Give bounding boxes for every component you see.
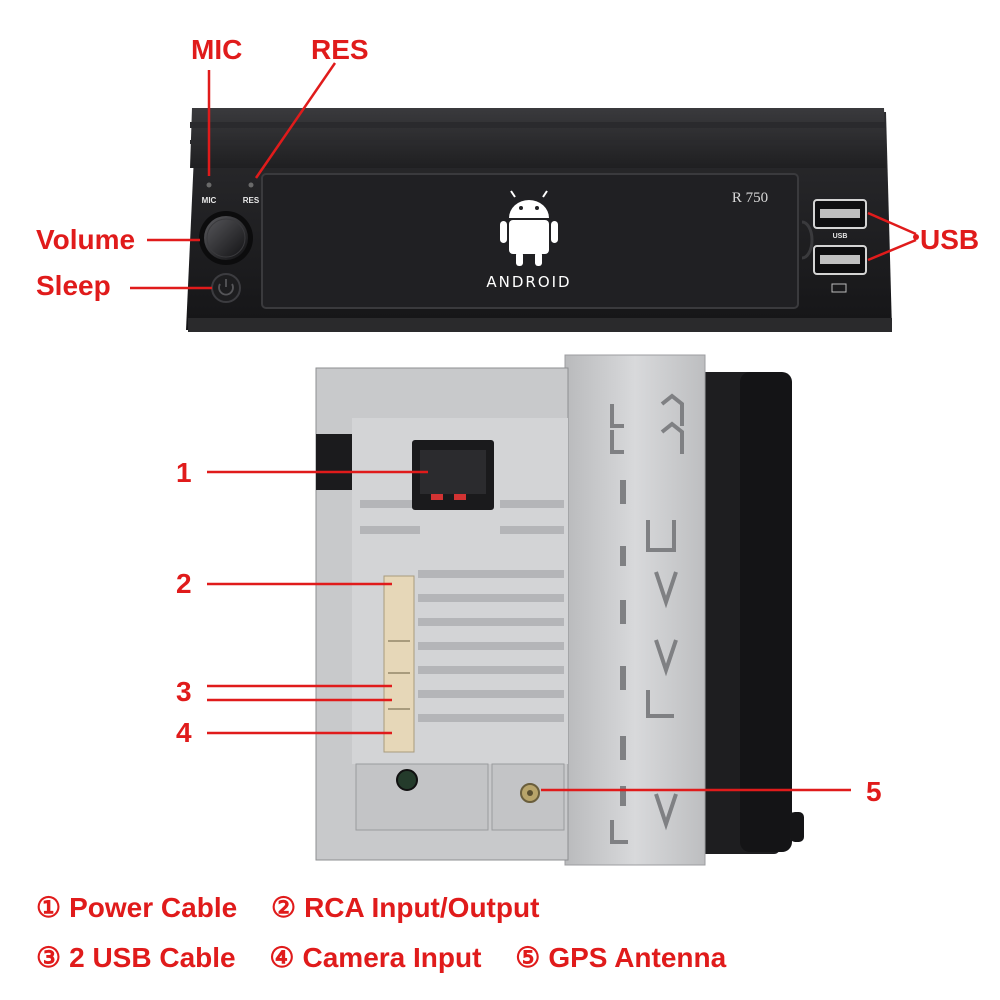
legend-label: GPS Antenna bbox=[548, 942, 727, 973]
res-button bbox=[248, 182, 254, 188]
usb-small-label: USB bbox=[833, 233, 848, 240]
callout-number-5: 5 bbox=[866, 776, 882, 807]
usb-callout: USB bbox=[920, 224, 980, 255]
usb-leader-line-bottom bbox=[867, 238, 917, 262]
gps-antenna-connector bbox=[520, 783, 540, 803]
mic-hole bbox=[206, 182, 212, 188]
mic-callout: MIC bbox=[191, 34, 243, 65]
volume-callout: Volume bbox=[36, 224, 136, 255]
res-leader-line bbox=[254, 62, 337, 179]
power-icon bbox=[211, 273, 241, 303]
callout-leaders bbox=[130, 62, 917, 792]
legend-mark: ② bbox=[270, 892, 297, 923]
legend-label: 2 USB Cable bbox=[69, 942, 236, 973]
rca-usb-camera-connectors bbox=[383, 575, 415, 753]
android-logo bbox=[500, 190, 558, 266]
legend-mark: ④ bbox=[269, 942, 295, 973]
usb-leader-line-top bbox=[867, 211, 917, 236]
legend-label: RCA Input/Output bbox=[304, 892, 540, 923]
callout-number-1: 1 bbox=[176, 457, 192, 488]
android-logo-text: ANDROID bbox=[486, 273, 571, 291]
mic-small-label: MIC bbox=[202, 196, 217, 205]
legend-mark: ① bbox=[36, 892, 62, 923]
sleep-callout: Sleep bbox=[36, 270, 111, 301]
front-panel: ANDROID R 750 MIC RES USB bbox=[186, 108, 892, 332]
res-small-label: RES bbox=[243, 196, 260, 205]
legend-label: Camera Input bbox=[302, 942, 482, 973]
chassis bbox=[315, 354, 804, 866]
camera-socket bbox=[396, 769, 418, 791]
callout-number-3: 3 bbox=[176, 676, 192, 707]
res-callout: RES bbox=[311, 34, 369, 65]
volume-knob bbox=[199, 211, 253, 265]
legend-mark: ③ bbox=[36, 942, 62, 973]
model-label: R 750 bbox=[732, 190, 768, 206]
legend-label: Power Cable bbox=[69, 892, 238, 923]
callout-number-2: 2 bbox=[176, 568, 192, 599]
callout-number-4: 4 bbox=[176, 717, 192, 748]
legend-mark: ⑤ bbox=[515, 942, 541, 973]
power-connector bbox=[412, 440, 494, 510]
usb-port-icon bbox=[813, 199, 867, 293]
